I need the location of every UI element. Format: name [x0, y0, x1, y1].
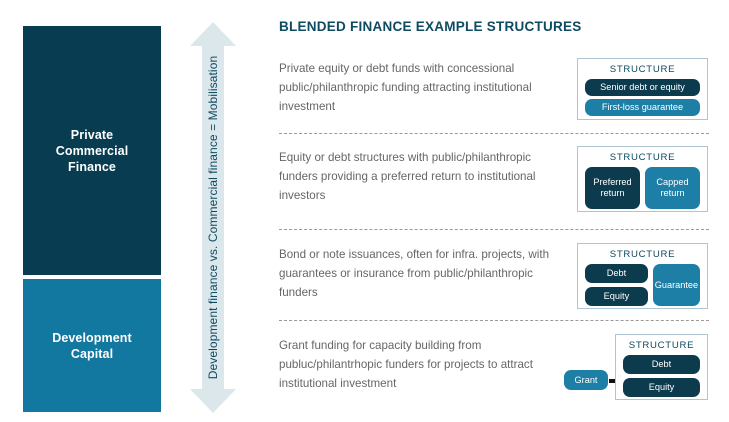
structure-pill-debt: Debt	[623, 355, 700, 374]
row-description: Private equity or debt funds with conces…	[279, 62, 532, 113]
structure-card: STRUCTURE Preferred return Capped return	[577, 146, 708, 212]
row-divider	[279, 229, 709, 230]
structure-card-title: STRUCTURE	[609, 64, 676, 75]
structure-row: Grant funding for capacity building from…	[279, 334, 709, 406]
stack-panel-line: Capital	[70, 346, 114, 361]
structure-row: Bond or note issuances, often for infra.…	[279, 243, 709, 315]
structure-card: STRUCTURE Debt Equity Guarantee	[577, 243, 708, 309]
structure-pill-guarantee: Guarantee	[652, 264, 700, 306]
structure-pill-row: Preferred return Capped return	[585, 167, 700, 209]
row-description: Equity or debt structures with public/ph…	[279, 151, 536, 202]
structure-row: Private equity or debt funds with conces…	[279, 57, 709, 129]
structure-pill-capped-return: Capped return	[645, 167, 700, 209]
structure-pill-preferred-return: Preferred return	[585, 167, 640, 209]
finance-stack: Private Commercial Finance Development C…	[23, 26, 161, 412]
structure-pill-grant: Grant	[564, 370, 608, 390]
stack-panel-private-commercial-finance: Private Commercial Finance	[23, 26, 161, 275]
structure-pill-column: Debt Equity	[585, 264, 648, 306]
structure-pill-equity: Equity	[585, 287, 648, 306]
stack-panel-line: Development	[52, 330, 132, 345]
content-panel: BLENDED FINANCE EXAMPLE STRUCTURES Priva…	[279, 0, 709, 422]
structure-pill-first-loss-guarantee: First-loss guarantee	[585, 99, 700, 116]
stack-panel-line: Private	[70, 127, 114, 142]
structure-card: STRUCTURE Senior debt or equity First-lo…	[577, 58, 708, 120]
structure-card-title: STRUCTURE	[609, 152, 676, 163]
structure-row: Equity or debt structures with public/ph…	[279, 146, 709, 218]
row-description: Grant funding for capacity building from…	[279, 339, 533, 390]
structure-card-title: STRUCTURE	[609, 249, 676, 260]
row-description: Bond or note issuances, often for infra.…	[279, 248, 550, 299]
double-headed-arrow-icon: Development finance vs. Commercial finan…	[190, 22, 236, 413]
stack-panel-line: Finance	[68, 159, 116, 174]
stack-panel-development-capital: Development Capital	[23, 279, 161, 412]
structure-card-title: STRUCTURE	[628, 340, 695, 351]
structure-pill-equity: Equity	[623, 378, 700, 397]
stack-panel-line: Commercial	[55, 143, 129, 158]
row-divider	[279, 320, 709, 321]
structure-pill-senior-debt-or-equity: Senior debt or equity	[585, 79, 700, 96]
structure-pill-debt: Debt	[585, 264, 648, 283]
row-divider	[279, 133, 709, 134]
structure-card: STRUCTURE Debt Equity	[615, 334, 708, 400]
structure-pill-row: Debt Equity Guarantee	[585, 264, 700, 306]
page-title: BLENDED FINANCE EXAMPLE STRUCTURES	[279, 19, 582, 34]
